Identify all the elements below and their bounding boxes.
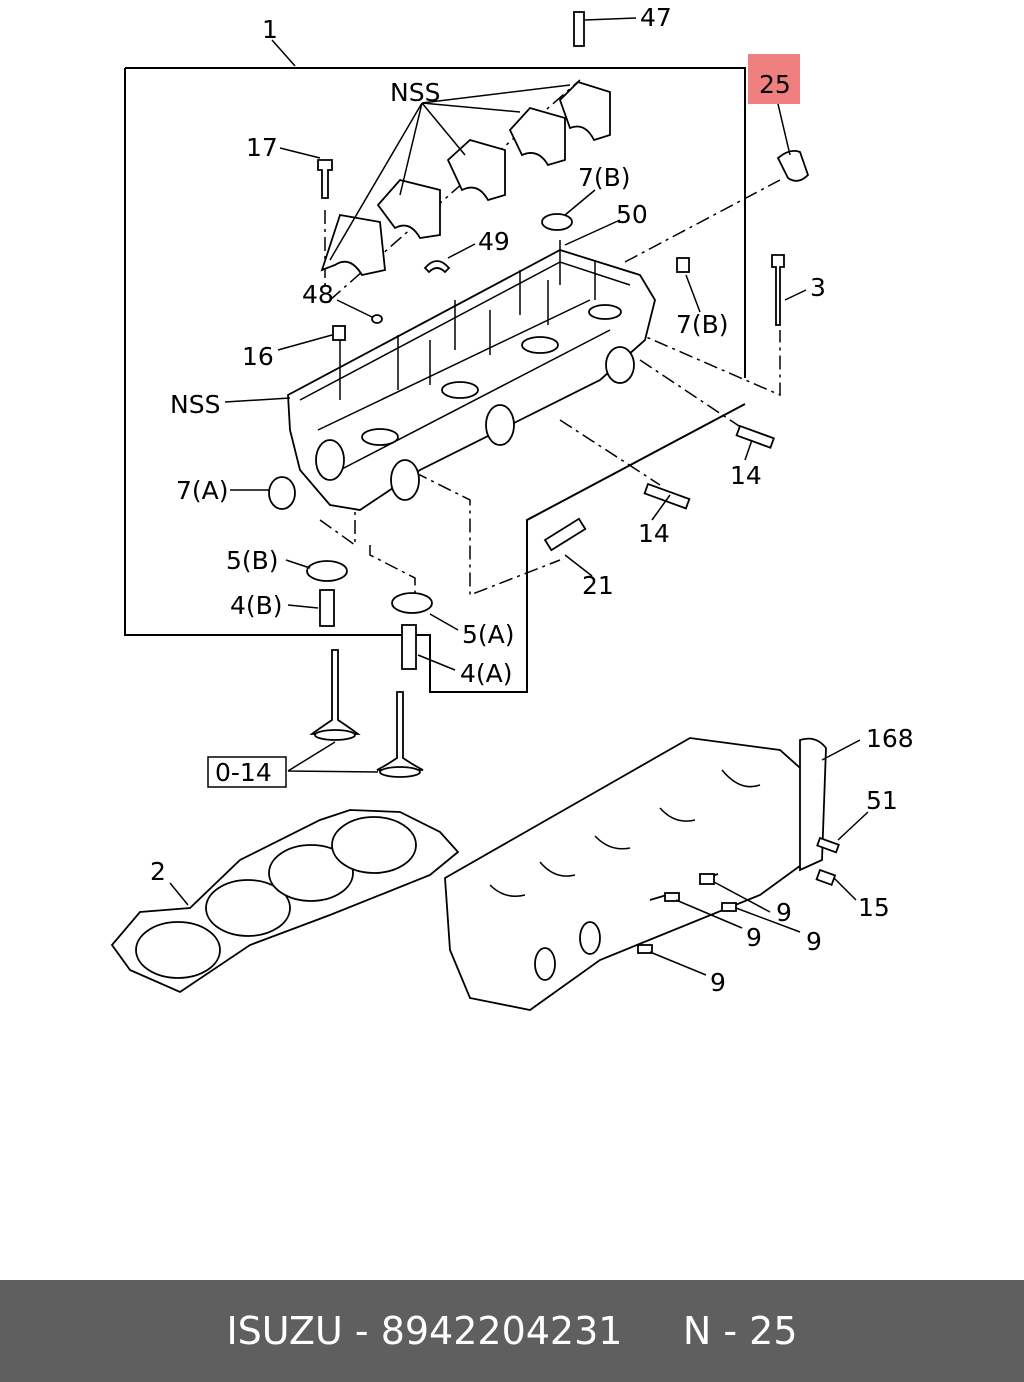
callout-14-upper: 14: [730, 461, 762, 490]
callout-25-highlight: [748, 54, 800, 104]
callout-0-14: 0-14: [215, 758, 272, 787]
callout-50: 50: [616, 200, 648, 229]
callout-9-d: 9: [710, 968, 726, 997]
callout-168: 168: [866, 724, 914, 753]
callout-21: 21: [582, 571, 614, 600]
camshaft-caps: [320, 80, 611, 277]
callout-16: 16: [242, 342, 274, 371]
callout-2: 2: [150, 857, 166, 886]
callout-17: 17: [246, 133, 278, 162]
cylinder-head-assembly: [287, 240, 656, 511]
callout-15: 15: [858, 893, 890, 922]
callout-9-c: 9: [806, 927, 822, 956]
footer-brand: ISUZU: [226, 1309, 343, 1353]
callout-nss-top: NSS: [390, 78, 440, 107]
callout-47: 47: [640, 3, 672, 32]
footer-separator: -: [354, 1309, 369, 1353]
callout-7b-upper: 7(B): [578, 163, 631, 192]
callout-49: 49: [478, 227, 510, 256]
parts-diagram: 1 47 NSS 25 17 7(B) 50 49 3 48 7(B) 16 N…: [110, 3, 914, 1011]
callout-9-a: 9: [776, 898, 792, 927]
callout-0-14-box: [207, 756, 287, 788]
footer-part-number: 8942204231: [380, 1309, 623, 1353]
head-gasket: [110, 809, 460, 994]
callout-5b: 5(B): [226, 546, 279, 575]
lower-small-bolts: [637, 836, 840, 954]
callout-5a: 5(A): [462, 620, 515, 649]
callout-4b: 4(B): [230, 591, 283, 620]
callout-7b-right: 7(B): [676, 310, 729, 339]
callout-14-lower: 14: [638, 519, 670, 548]
callout-nss-left: NSS: [170, 390, 220, 419]
footer-bar: ISUZU - 8942204231 N - 25: [0, 1280, 1024, 1382]
assembly-frame-line: [124, 67, 746, 693]
callout-48: 48: [302, 280, 334, 309]
callout-4a: 4(A): [460, 659, 513, 688]
callout-labels: 1 47 NSS 25 17 7(B) 50 49 3 48 7(B) 16 N…: [150, 3, 914, 997]
footer-page: N - 25: [682, 1309, 798, 1353]
leader-lines: [169, 17, 869, 976]
callout-51: 51: [866, 786, 898, 815]
callout-3: 3: [810, 273, 826, 302]
callout-7a: 7(A): [176, 476, 229, 505]
callout-25: 25: [759, 70, 791, 99]
callout-1: 1: [262, 15, 278, 44]
lower-cylinder-head: [444, 737, 827, 1011]
callout-9-b: 9: [746, 923, 762, 952]
valves: [309, 649, 424, 778]
small-parts: [268, 11, 810, 670]
